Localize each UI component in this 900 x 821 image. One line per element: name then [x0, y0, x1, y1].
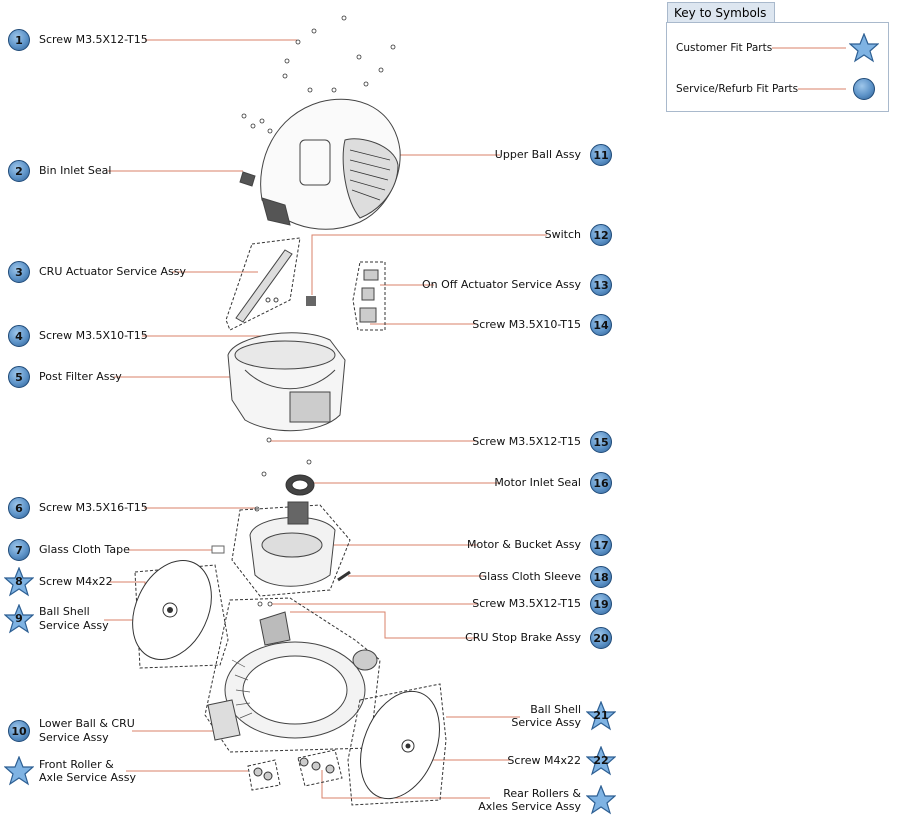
badge-16: 16 — [590, 472, 612, 494]
glass-cloth-sleeve-part — [337, 570, 351, 582]
key-leaders — [772, 47, 846, 90]
part-label-9-line2: Service Assy — [39, 619, 109, 632]
star-9-number: 9 — [15, 612, 23, 625]
glass-cloth-tape-part — [211, 545, 225, 554]
part-label-3: CRU Actuator Service Assy — [39, 265, 186, 278]
badge-2: 2 — [8, 160, 30, 182]
part-label-19: Screw M3.5X12-T15 — [472, 597, 581, 610]
ball-shell-left — [132, 559, 212, 661]
badge-14: 14 — [590, 314, 612, 336]
star-22-number: 22 — [593, 754, 609, 767]
motor-inlet-seal — [285, 474, 315, 496]
badge-10: 10 — [8, 720, 30, 742]
star-front-roller-icon — [4, 756, 34, 786]
post-filter-assy — [227, 332, 346, 432]
cru-actuator — [235, 249, 293, 323]
part-label-11: Upper Ball Assy — [494, 148, 581, 161]
badge-1: 1 — [8, 29, 30, 51]
part-label-12: Switch — [544, 228, 581, 241]
part-label-7: Glass Cloth Tape — [39, 543, 130, 556]
badge-19: 19 — [590, 593, 612, 615]
part-label-22: Screw M4x22 — [507, 754, 581, 767]
key-title: Key to Symbols — [667, 2, 775, 22]
lower-ball-ribs — [231, 659, 253, 719]
switch-part — [306, 296, 316, 306]
on-off-actuator — [359, 269, 379, 323]
star-rear-rollers-icon — [586, 785, 616, 815]
part-label-rear-rollers-line2: Axles Service Assy — [478, 800, 581, 813]
badge-20: 20 — [590, 627, 612, 649]
ball-shell-right — [360, 690, 440, 800]
badge-11: 11 — [590, 144, 612, 166]
leader-lines — [104, 39, 547, 799]
star-21-number: 21 — [593, 709, 609, 722]
star-22-icon: 22 — [586, 746, 616, 776]
part-label-20: CRU Stop Brake Assy — [465, 631, 581, 644]
key-to-symbols-box — [666, 22, 889, 112]
part-label-5: Post Filter Assy — [39, 370, 122, 383]
badge-7: 7 — [8, 539, 30, 561]
motor-bucket-assy — [249, 501, 336, 587]
part-label-18: Glass Cloth Sleeve — [478, 570, 581, 583]
upper-ball-assy — [239, 98, 401, 230]
part-label-1: Screw M3.5X12-T15 — [39, 33, 148, 46]
part-label-6: Screw M3.5X16-T15 — [39, 501, 148, 514]
badge-17: 17 — [590, 534, 612, 556]
part-label-15: Screw M3.5X12-T15 — [472, 435, 581, 448]
key-service-fit-label: Service/Refurb Fit Parts — [676, 83, 799, 95]
part-label-8: Screw M4x22 — [39, 575, 113, 588]
star-8-icon: 8 — [4, 567, 34, 597]
lower-ball-cru — [207, 611, 378, 741]
star-8-number: 8 — [15, 575, 23, 588]
part-label-14: Screw M3.5X10-T15 — [472, 318, 581, 331]
front-roller-part — [253, 767, 273, 781]
part-label-16: Motor Inlet Seal — [494, 476, 581, 489]
part-label-21-line2: Service Assy — [511, 716, 581, 729]
key-star-icon — [849, 33, 879, 63]
badge-18: 18 — [590, 566, 612, 588]
badge-13: 13 — [590, 274, 612, 296]
star-21-icon: 21 — [586, 701, 616, 731]
part-label-9: Ball Shell — [39, 605, 90, 618]
part-label-front-roller: Front Roller & — [39, 758, 114, 771]
badge-4: 4 — [8, 325, 30, 347]
part-label-10-line2: Service Assy — [39, 731, 109, 744]
star-9-icon: 9 — [4, 604, 34, 634]
part-label-rear-rollers: Rear Rollers & — [503, 787, 581, 800]
key-circle-icon — [853, 78, 875, 100]
part-label-13: On Off Actuator Service Assy — [422, 278, 581, 291]
badge-5: 5 — [8, 366, 30, 388]
badge-6: 6 — [8, 497, 30, 519]
key-customer-fit-label: Customer Fit Parts — [676, 42, 773, 54]
rear-rollers-part — [299, 757, 335, 774]
badge-3: 3 — [8, 261, 30, 283]
part-label-21: Ball Shell — [530, 703, 581, 716]
badge-12: 12 — [590, 224, 612, 246]
part-label-2: Bin Inlet Seal — [39, 164, 112, 177]
part-label-4: Screw M3.5X10-T15 — [39, 329, 148, 342]
part-label-17: Motor & Bucket Assy — [467, 538, 581, 551]
part-label-front-roller-line2: Axle Service Assy — [39, 771, 137, 784]
part-label-10: Lower Ball & CRU — [39, 717, 135, 730]
badge-15: 15 — [590, 431, 612, 453]
